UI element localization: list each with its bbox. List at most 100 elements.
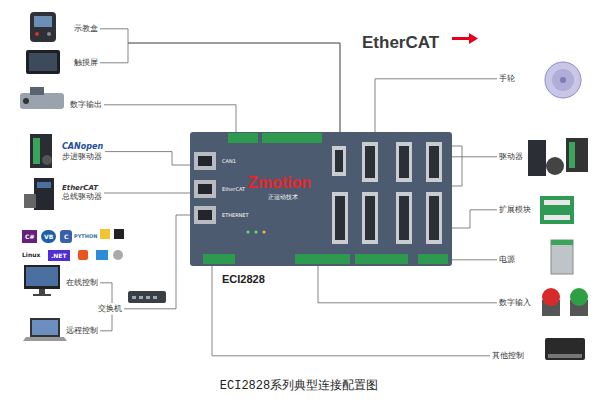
monitor-stand <box>39 289 45 294</box>
drive-body <box>34 178 54 210</box>
connection-line <box>104 193 190 194</box>
brand-subtitle: 正运动技术 <box>268 193 298 200</box>
db-socket <box>365 196 375 240</box>
node-text: 数字输出 <box>70 100 102 110</box>
handwheel-icon <box>545 62 581 98</box>
drive-bracket <box>452 146 462 186</box>
db15-port <box>396 142 412 182</box>
language-logo: C# <box>22 230 37 243</box>
node-text: 其他控制 <box>492 351 524 361</box>
teach-pendant-icon <box>30 12 56 42</box>
device-label: 驱动器 <box>497 151 525 163</box>
node-text: 交换机 <box>98 304 122 314</box>
buttons-icon <box>542 288 588 316</box>
db-socket <box>429 196 439 240</box>
power-supply-icon <box>551 240 573 274</box>
switch-body <box>128 291 166 303</box>
connection-line <box>452 259 497 260</box>
connection-line <box>100 315 112 331</box>
servo-drive-icon <box>24 178 54 210</box>
connection-line <box>100 283 112 303</box>
green-button <box>570 288 588 306</box>
drive-body <box>30 134 52 168</box>
software-icon <box>100 229 110 239</box>
pendant-button <box>47 32 51 36</box>
connection-line <box>452 156 497 157</box>
terminal-block <box>262 133 322 143</box>
device-label: EtherCAT总线驱动器 <box>60 183 104 203</box>
device-label: CANopen步进驱动器 <box>60 141 105 162</box>
terminal-block <box>203 254 235 264</box>
node-text: 手轮 <box>499 74 515 84</box>
node-text: 驱动器 <box>499 152 523 162</box>
laptop-base <box>23 337 67 341</box>
node-text: 远程控制 <box>66 326 98 336</box>
drives-icon <box>528 138 588 176</box>
monitor-base <box>33 294 51 296</box>
node-text: 电源 <box>499 255 515 265</box>
connection-line <box>105 152 190 165</box>
db-socket <box>399 146 409 178</box>
other-control-icon <box>545 338 585 360</box>
os-logo: Linux <box>22 251 40 258</box>
red-button <box>542 288 560 306</box>
connection-line <box>100 43 340 132</box>
framework-logo: .NET <box>48 250 70 261</box>
node-text: 在线控制 <box>66 278 98 288</box>
rj45-socket <box>198 184 212 194</box>
device-label: 远程控制 <box>64 325 100 337</box>
ethercat-logo: EtherCAT <box>362 33 439 53</box>
motor <box>42 155 52 165</box>
rj45-socket <box>198 156 212 166</box>
terminal-block <box>355 254 408 264</box>
bracket-line <box>452 146 462 186</box>
valve-port <box>23 98 29 104</box>
db-socket <box>399 196 409 240</box>
rj45-socket <box>198 210 212 220</box>
db-socket <box>429 146 439 178</box>
db26-port <box>362 192 378 244</box>
device-label: 扩展模块 <box>497 204 533 216</box>
figure-caption: ECI2828系列典型连接配置图 <box>0 379 598 393</box>
node-text: 扩展模块 <box>499 205 531 215</box>
node-text: 触摸屏 <box>74 58 98 68</box>
db-socket <box>335 196 345 240</box>
device-label: 交换机 <box>96 303 124 315</box>
laptop-lid <box>30 318 60 337</box>
arrow-bar <box>452 37 470 40</box>
device-body <box>545 338 585 360</box>
device-label: 手轮 <box>497 73 517 85</box>
connection-line <box>104 105 236 132</box>
controller-board: Zmotion正运动技术ECI2828 <box>190 132 452 266</box>
db15-port <box>362 142 378 182</box>
stepper-drive-icon <box>30 134 52 168</box>
monitor-screen <box>26 267 58 286</box>
terminal-block <box>295 254 350 264</box>
drive-terminal <box>33 138 40 164</box>
connection-line <box>375 79 497 132</box>
bus-logo: EtherCAT <box>62 184 102 192</box>
ethercat-arrow <box>452 33 478 44</box>
module-terminal <box>544 215 570 220</box>
wheel-rim <box>545 62 581 98</box>
db9-port <box>332 146 346 176</box>
valve-body <box>20 93 64 109</box>
language-logo: C <box>60 230 72 243</box>
pendant-button <box>35 32 39 36</box>
node-text: 数字输入 <box>499 298 531 308</box>
software-icon <box>78 250 88 260</box>
language-logo: VB <box>41 230 56 243</box>
controller-board <box>190 132 452 266</box>
device-label: 总线驱动器 <box>62 192 102 202</box>
software-icon <box>113 250 123 260</box>
led <box>247 231 250 234</box>
screen-glass <box>29 53 57 71</box>
switch-port <box>139 296 143 299</box>
db-socket <box>335 150 343 172</box>
software-icon <box>96 250 108 260</box>
port-label: EtherCAT <box>222 186 245 192</box>
laptop-icon <box>23 318 67 341</box>
valve-icon <box>20 87 64 109</box>
led <box>263 231 266 234</box>
